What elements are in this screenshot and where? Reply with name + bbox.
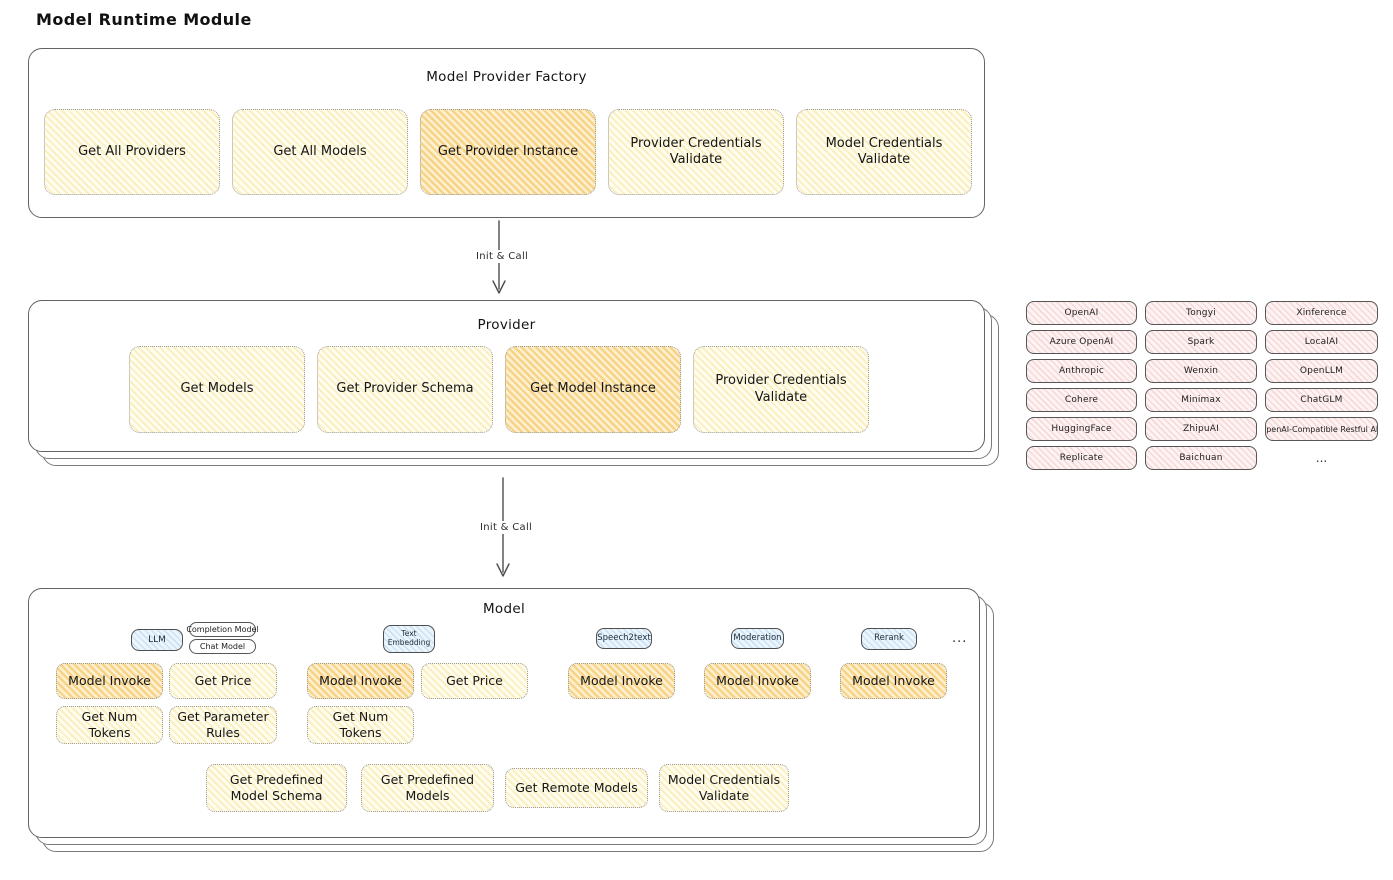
provider-pill-huggingface: HuggingFace (1026, 417, 1137, 441)
model-type-tag-speech2text: Speech2text (596, 628, 652, 649)
model-panel: Model LLM Completion Model Chat Model Te… (28, 588, 980, 838)
init-call-label-1: Init & Call (473, 250, 532, 263)
provider-pill-openai: OpenAI (1026, 301, 1137, 325)
model-method-get-remote-models: Get Remote Models (505, 768, 648, 808)
model-type-tag-llm: LLM (131, 629, 183, 651)
factory-method-get-all-providers: Get All Providers (44, 109, 220, 195)
provider-pill-openai-compatible-restful-api: OpenAI-Compatible Restful API (1265, 417, 1378, 441)
provider-title: Provider (477, 317, 536, 333)
moderation-method-model-invoke: Model Invoke (704, 663, 811, 699)
providers-more-ellipsis: ... (1315, 451, 1328, 465)
model-type-tag-chat-model: Chat Model (189, 639, 256, 654)
llm-method-get-num-tokens: Get Num Tokens (56, 706, 163, 744)
provider-pill-minimax: Minimax (1145, 388, 1257, 412)
factory-method-provider-credentials-validate: Provider Credentials Validate (608, 109, 784, 195)
providers-grid: OpenAI Tongyi Xinference Azure OpenAI Sp… (1026, 301, 1378, 470)
llm-method-model-invoke: Model Invoke (56, 663, 163, 699)
provider-pill-cohere: Cohere (1026, 388, 1137, 412)
text-embedding-method-get-num-tokens: Get Num Tokens (307, 706, 414, 744)
provider-pill-chatglm: ChatGLM (1265, 388, 1378, 412)
model-type-tag-moderation: Moderation (731, 628, 784, 649)
model-types-more-ellipsis: ... (952, 631, 968, 646)
model-method-model-credentials-validate: Model Credentials Validate (659, 764, 789, 812)
model-type-tag-rerank: Rerank (861, 628, 917, 650)
provider-pill-xinference: Xinference (1265, 301, 1378, 325)
provider-pill-tongyi: Tongyi (1145, 301, 1257, 325)
llm-method-get-parameter-rules: Get Parameter Rules (169, 706, 277, 744)
speech2text-method-model-invoke: Model Invoke (568, 663, 675, 699)
llm-method-get-price: Get Price (169, 663, 277, 699)
provider-pill-localai: LocalAI (1265, 330, 1378, 354)
factory-method-get-provider-instance: Get Provider Instance (420, 109, 596, 195)
model-title: Model (482, 601, 526, 617)
rerank-method-model-invoke: Model Invoke (840, 663, 947, 699)
model-type-tag-text-embedding: Text Embedding (383, 625, 435, 653)
factory-method-model-credentials-validate: Model Credentials Validate (796, 109, 972, 195)
model-method-get-predefined-model-schema: Get Predefined Model Schema (206, 764, 347, 812)
provider-pill-replicate: Replicate (1026, 446, 1137, 470)
provider-panel: Provider Get Models Get Provider Schema … (28, 300, 985, 452)
provider-pill-zhipuai: ZhipuAI (1145, 417, 1257, 441)
provider-method-get-provider-schema: Get Provider Schema (317, 346, 493, 433)
factory-title: Model Provider Factory (426, 69, 587, 85)
text-embedding-method-model-invoke: Model Invoke (307, 663, 414, 699)
provider-pill-wenxin: Wenxin (1145, 359, 1257, 383)
provider-pill-azure-openai: Azure OpenAI (1026, 330, 1137, 354)
model-method-get-predefined-models: Get Predefined Models (361, 764, 494, 812)
factory-panel: Model Provider Factory Get All Providers… (28, 48, 985, 218)
provider-method-provider-credentials-validate: Provider Credentials Validate (693, 346, 869, 433)
page-title: Model Runtime Module (36, 10, 252, 29)
provider-pill-anthropic: Anthropic (1026, 359, 1137, 383)
provider-pill-spark: Spark (1145, 330, 1257, 354)
init-call-label-2: Init & Call (477, 521, 536, 534)
provider-pill-baichuan: Baichuan (1145, 446, 1257, 470)
text-embedding-method-get-price: Get Price (421, 663, 528, 699)
provider-method-get-model-instance: Get Model Instance (505, 346, 681, 433)
factory-method-get-all-models: Get All Models (232, 109, 408, 195)
model-type-tag-completion-model: Completion Model (186, 622, 259, 637)
provider-method-get-models: Get Models (129, 346, 305, 433)
provider-pill-openllm: OpenLLM (1265, 359, 1378, 383)
